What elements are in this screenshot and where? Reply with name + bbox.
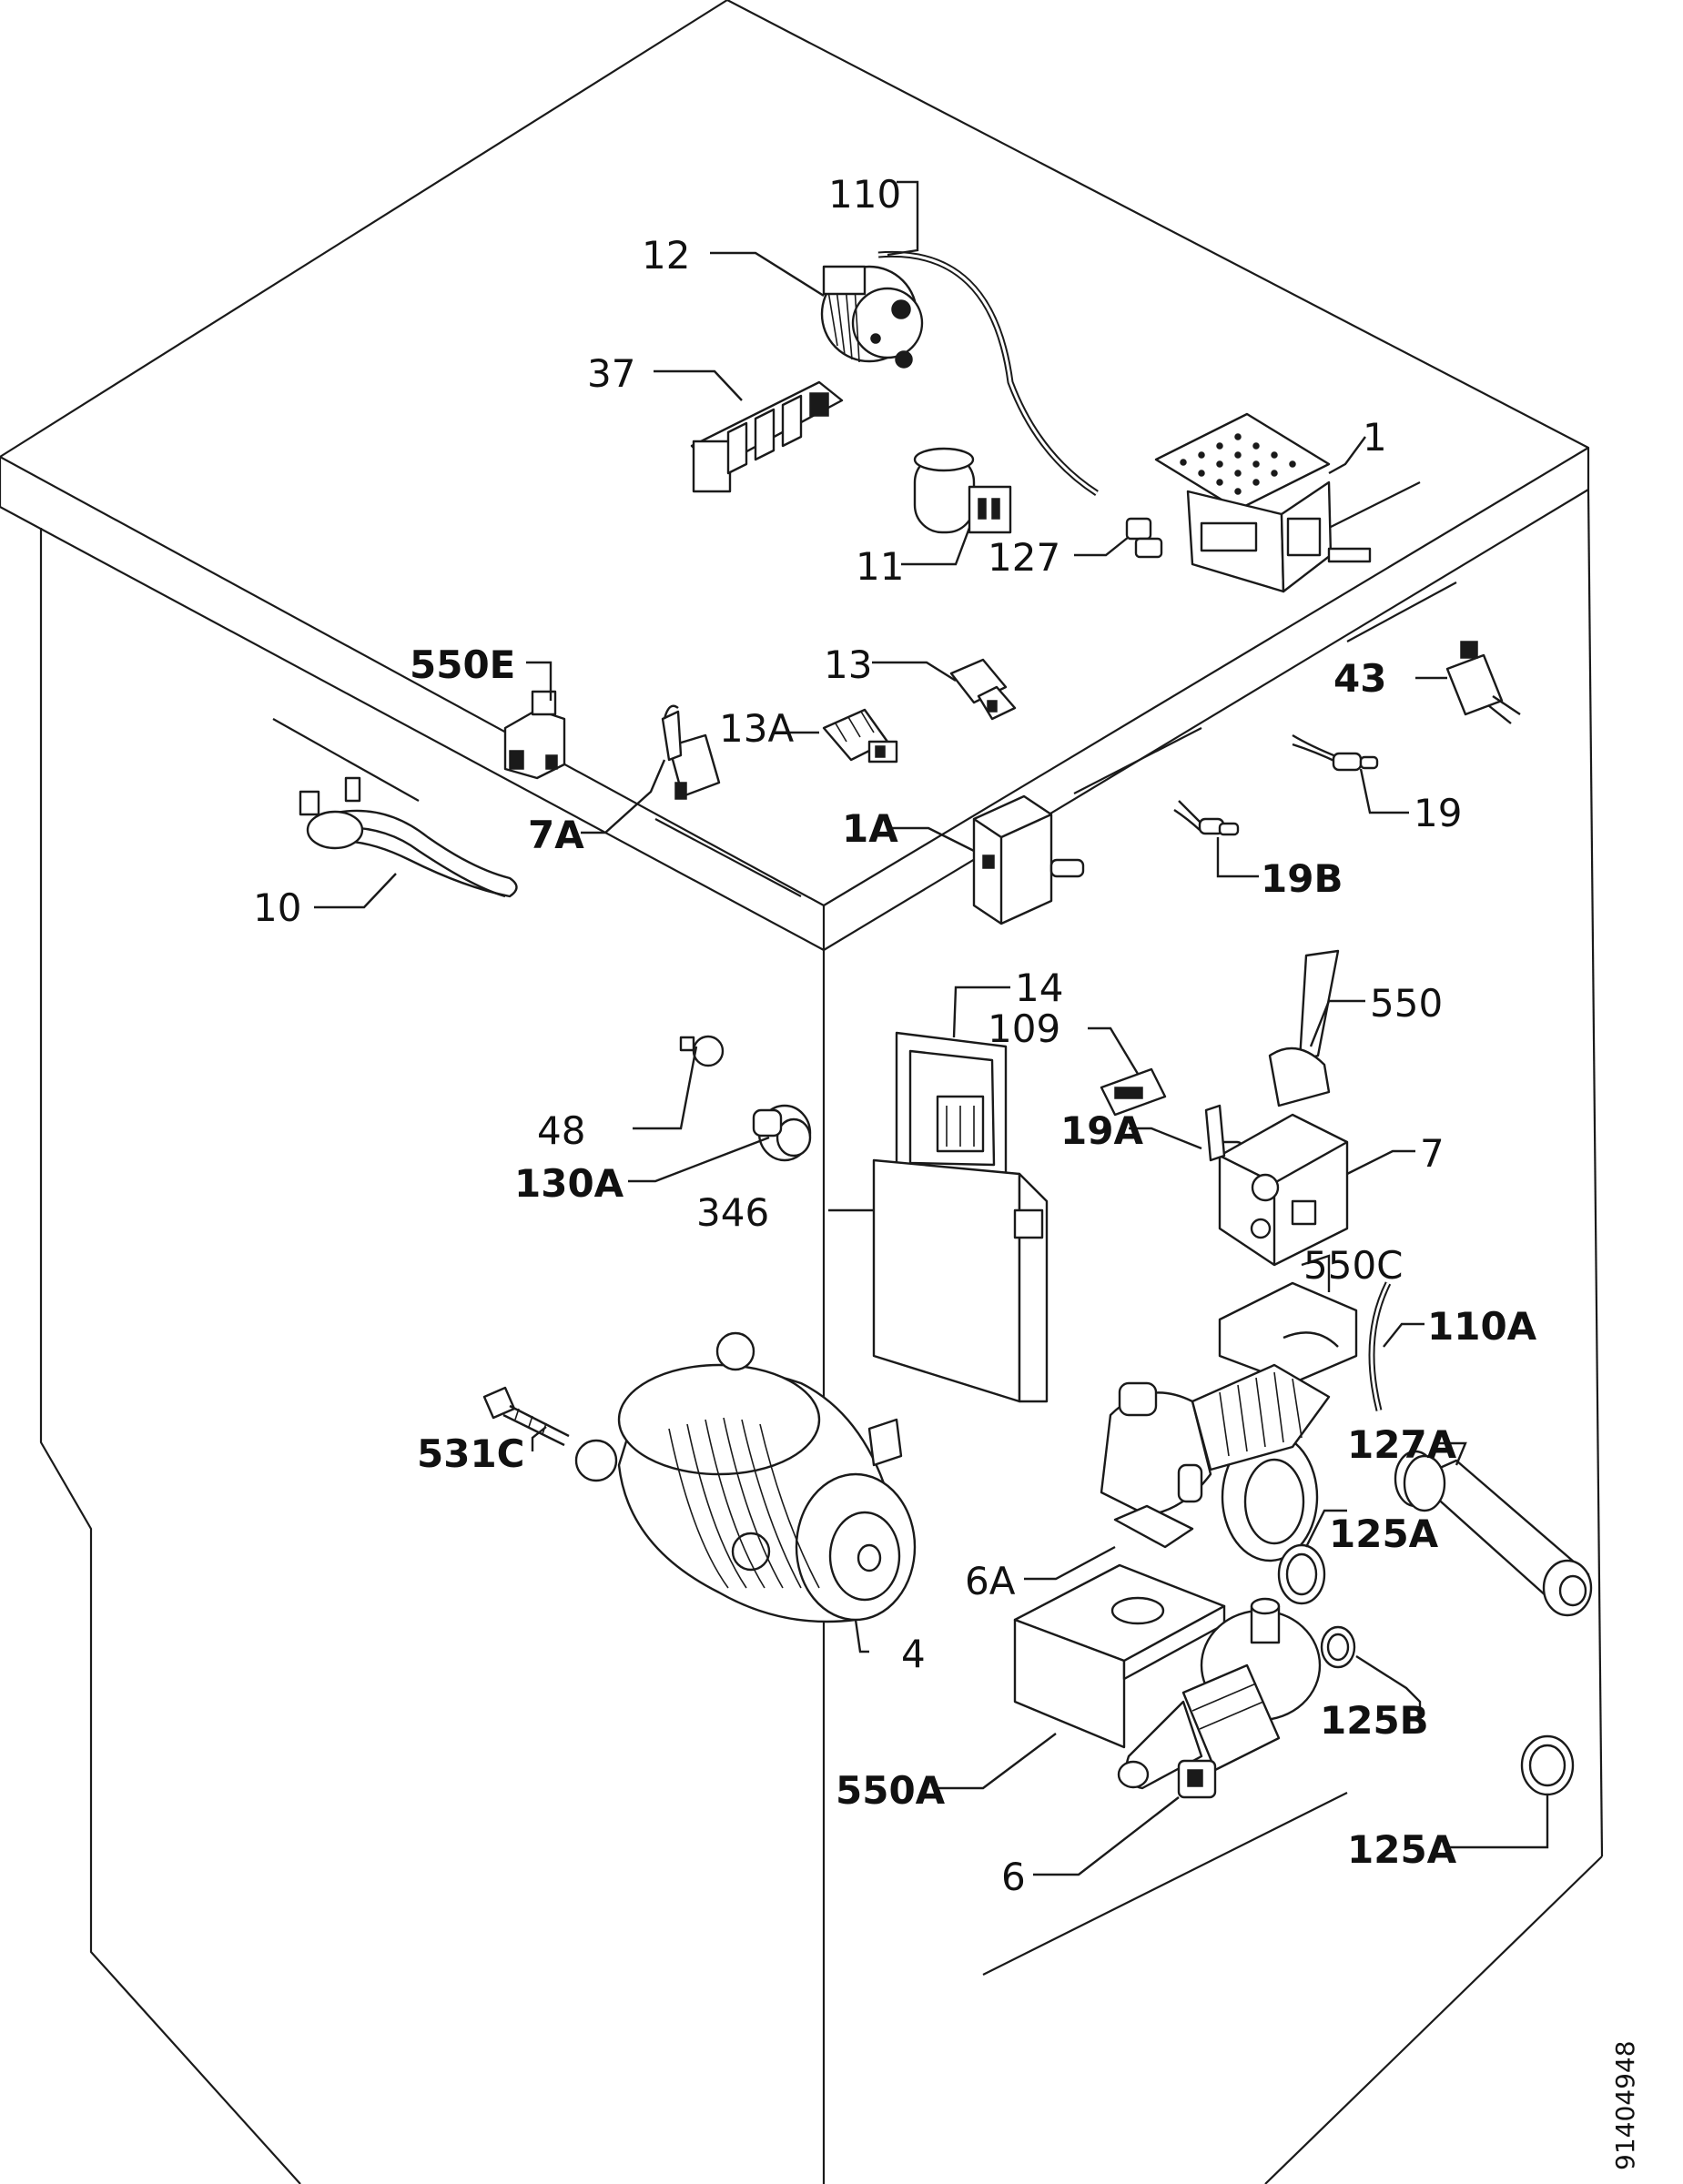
lever-550	[1268, 949, 1340, 1107]
label-43: 43	[1333, 656, 1386, 701]
label-550A: 550A	[836, 1768, 946, 1813]
label-12: 12	[642, 233, 690, 278]
label-550: 550	[1370, 981, 1443, 1026]
label-19B: 19B	[1261, 856, 1343, 901]
label-10: 10	[253, 885, 301, 930]
label-531C: 531C	[417, 1431, 525, 1476]
drawer-14	[895, 1031, 1008, 1176]
label-125B: 125B	[1320, 1698, 1429, 1743]
motor-4	[574, 1331, 917, 1623]
programmer-1	[1154, 412, 1372, 593]
dispenser-box-346	[872, 1158, 1049, 1403]
switch-43	[1445, 641, 1521, 724]
label-130A: 130A	[514, 1161, 624, 1206]
switch-7A	[661, 704, 721, 800]
seal-125B	[1320, 1625, 1356, 1669]
sensor-19	[1292, 733, 1379, 772]
bushing-130A	[752, 1104, 812, 1162]
connector-13A	[822, 708, 898, 763]
label-7: 7	[1420, 1131, 1445, 1176]
block-550A	[1013, 1563, 1226, 1749]
pipe-127A	[1394, 1450, 1593, 1617]
bracket-550E	[503, 690, 566, 780]
sensor-19B	[1173, 800, 1240, 836]
label-1A: 1A	[842, 806, 898, 851]
hose-110-inner	[877, 252, 1098, 495]
label-346: 346	[696, 1190, 769, 1235]
cabinet-outline	[0, 0, 1604, 2184]
terminal-block-37	[690, 380, 844, 493]
label-19A: 19A	[1060, 1108, 1143, 1153]
screw-531C	[482, 1386, 570, 1447]
plug-48	[679, 1035, 725, 1067]
label-6A: 6A	[965, 1559, 1016, 1603]
nozzle-127	[1125, 517, 1163, 559]
label-11: 11	[856, 544, 904, 589]
label-550E: 550E	[410, 642, 515, 687]
hose-110A-inner	[1370, 1282, 1390, 1411]
label-19: 19	[1414, 791, 1462, 835]
label-110A: 110A	[1427, 1304, 1537, 1349]
clip-109	[1100, 1067, 1167, 1117]
leader-lines	[314, 180, 1549, 1876]
seal-125A-bottom	[1520, 1734, 1575, 1796]
connector-13	[949, 658, 1017, 721]
cover-550C	[1218, 1281, 1358, 1385]
catalog-number: 91404948	[1610, 2040, 1640, 2170]
label-127A: 127A	[1347, 1422, 1457, 1467]
label-37: 37	[587, 351, 635, 396]
label-13A: 13A	[719, 706, 794, 751]
label-1: 1	[1363, 415, 1387, 460]
drain-pump-6	[1117, 1597, 1322, 1799]
label-125A-bottom: 125A	[1347, 1827, 1457, 1872]
label-7A: 7A	[528, 813, 584, 857]
door-lock-7	[1204, 1104, 1349, 1267]
label-109: 109	[988, 1006, 1060, 1051]
label-13: 13	[824, 642, 872, 687]
label-6: 6	[1001, 1855, 1026, 1899]
part-labels: 110 12 37 1 11 127 550E 13 13A 43 7A 1A …	[253, 172, 1537, 1899]
heating-element-10	[299, 776, 518, 898]
label-127: 127	[988, 535, 1060, 580]
pump-housing-6A	[1100, 1363, 1331, 1562]
seal-125A-top	[1277, 1543, 1326, 1605]
capacitor-11	[913, 447, 1012, 534]
label-125A-top: 125A	[1329, 1512, 1439, 1556]
pressure-switch-12	[820, 265, 924, 369]
label-110: 110	[828, 172, 901, 217]
label-4: 4	[901, 1632, 926, 1676]
label-48: 48	[537, 1108, 585, 1153]
label-14: 14	[1015, 966, 1063, 1010]
label-550C: 550C	[1303, 1243, 1404, 1288]
selector-1A	[972, 794, 1085, 925]
